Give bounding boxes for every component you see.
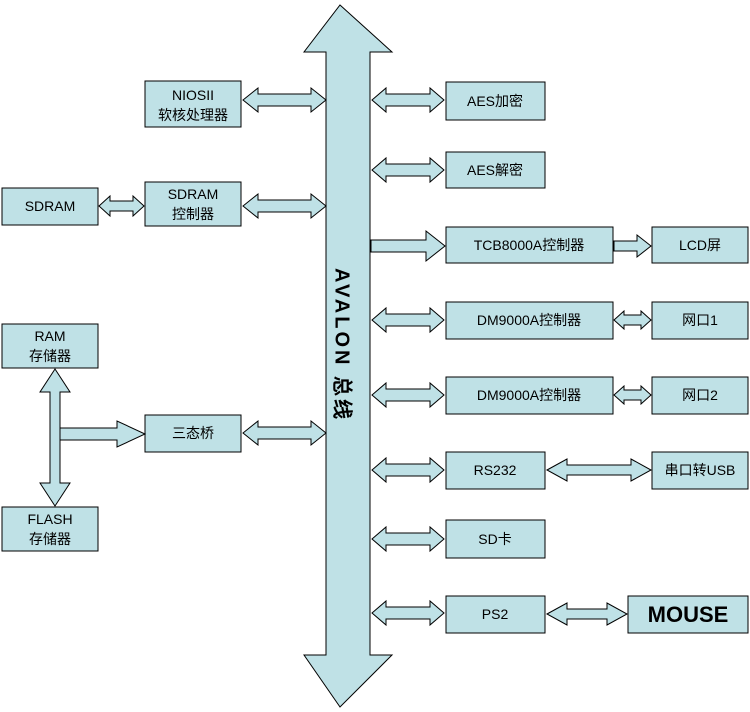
- sdram-box: [1, 187, 99, 226]
- arrow-memory-tristate: [59, 420, 147, 448]
- arrow-bus-dm9000a-1: [371, 306, 445, 334]
- arrow-ps2-mouse: [545, 602, 629, 626]
- aes-encrypt-box: [445, 81, 546, 121]
- arrow-bus-tcb8000a: [370, 229, 446, 263]
- aes-decrypt-box: [445, 151, 546, 189]
- sd-card-label: SD卡: [478, 531, 511, 547]
- arrow-bus-rs232: [371, 456, 445, 484]
- niosii-label-line1: NIOSII: [172, 87, 214, 103]
- arrow-sdram-controller-bus: [242, 192, 327, 220]
- avalon-bus: [302, 4, 394, 708]
- aes-decrypt-label: AES解密: [467, 162, 523, 178]
- serial-usb-box: [651, 451, 749, 490]
- net-port-2-label: 网口2: [682, 387, 718, 403]
- tristate-bridge-box: [144, 414, 242, 453]
- arrow-tristate-bus: [242, 419, 327, 447]
- arrow-bus-sd-card: [371, 525, 445, 553]
- flash-label-line1: FLASH: [27, 511, 72, 527]
- sdram-label: SDRAM: [25, 198, 76, 214]
- dm9000a-controller-2-box: [445, 376, 614, 415]
- arrow-bus-ps2: [371, 599, 445, 627]
- lcd-label: LCD屏: [679, 237, 721, 253]
- arrow-niosii-bus: [242, 86, 327, 114]
- sd-card-box: [445, 519, 546, 559]
- arrow-dm9000a-2-net-port-2: [613, 384, 652, 406]
- arrow-rs232-serial-usb: [545, 458, 653, 482]
- arrow-bus-aes-decrypt: [371, 156, 445, 184]
- ram-box: [1, 323, 99, 369]
- serial-usb-label: 串口转USB: [665, 462, 736, 478]
- tristate-bridge-label: 三态桥: [172, 425, 214, 441]
- arrow-sdram-controller: [98, 194, 145, 218]
- arrow-ram-flash: [39, 368, 71, 507]
- dm9000a-controller-1-label: DM9000A控制器: [477, 312, 581, 328]
- tcb8000a-controller-label: TCB8000A控制器: [474, 237, 584, 253]
- niosii-box: [144, 80, 242, 128]
- mouse-label: MOUSE: [648, 602, 729, 627]
- sdram-controller-label-line1: SDRAM: [168, 186, 219, 202]
- rs232-label: RS232: [474, 462, 517, 478]
- arrow-bus-aes-encrypt: [371, 86, 445, 114]
- dm9000a-controller-1-box: [445, 301, 614, 340]
- niosii-label-line2: 软核处理器: [158, 107, 228, 123]
- net-port-1-box: [651, 301, 749, 340]
- ram-label-line2: 存储器: [29, 348, 71, 364]
- sdram-controller-label-line2: 控制器: [172, 206, 214, 222]
- aes-encrypt-label: AES加密: [467, 93, 523, 109]
- flash-label-line2: 存储器: [29, 531, 71, 547]
- mouse-box: [627, 595, 749, 634]
- ps2-label: PS2: [482, 606, 509, 622]
- arrow-dm9000a-1-net-port-1: [613, 309, 652, 331]
- lcd-box: [651, 226, 749, 264]
- avalon-bus-label: AVALON 总线: [331, 268, 355, 422]
- tcb8000a-controller-box: [445, 226, 614, 264]
- net-port-1-label: 网口1: [682, 312, 718, 328]
- ram-label-line1: RAM: [34, 328, 65, 344]
- flash-box: [1, 506, 99, 552]
- rs232-box: [445, 451, 546, 490]
- ps2-box: [445, 595, 546, 634]
- dm9000a-controller-2-label: DM9000A控制器: [477, 387, 581, 403]
- arrow-bus-dm9000a-2: [371, 381, 445, 409]
- net-port-2-box: [651, 376, 749, 415]
- sdram-controller-box: [144, 181, 242, 227]
- arrow-tcb8000a-lcd: [613, 233, 652, 259]
